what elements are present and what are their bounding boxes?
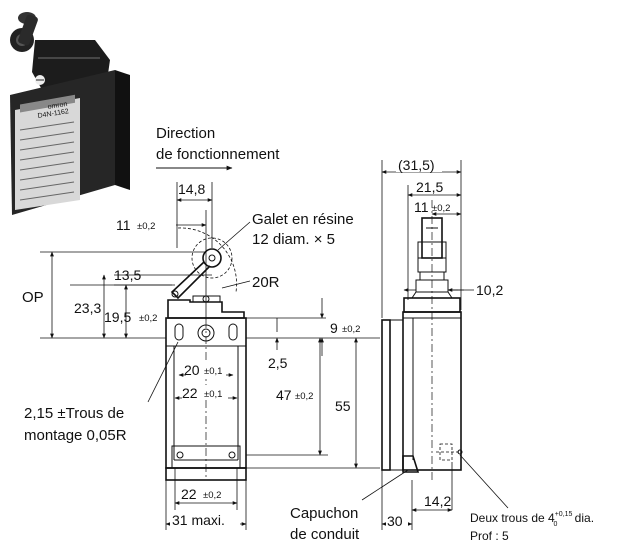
dim-22-holes-tol: ±0,1 <box>204 389 222 400</box>
dim-11-side-tol: ±0,2 <box>432 203 450 214</box>
dim-14-2: 14,2 <box>424 493 451 509</box>
product-photo: omron D4N-1162 <box>10 12 130 215</box>
dim-radius: 20R <box>252 274 280 291</box>
dim-19-5: 19,5 <box>104 309 131 325</box>
dim-22-holes: 22 <box>182 385 198 401</box>
dim-roller-width: 14,8 <box>178 181 205 197</box>
dim-19-5-tol: ±0,2 <box>139 313 157 324</box>
dim-9-tol: ±0,2 <box>342 324 360 335</box>
dim-55: 55 <box>335 398 351 414</box>
dim-31-maxi: 31 maxi. <box>172 512 225 528</box>
conduit-cap-line1: Capuchon <box>290 505 358 522</box>
dim-31-5: (31,5) <box>398 157 435 173</box>
direction-label-line1: Direction <box>156 125 215 142</box>
side-view-dimensions: (31,5) 21,5 11 ±0,2 10,2 14,2 30 Capucho… <box>290 157 594 543</box>
holes-depth: Prof : 5 <box>470 529 509 543</box>
direction-label-line2: de fonctionnement <box>156 146 280 163</box>
dim-23-3: 23,3 <box>74 300 101 316</box>
front-view <box>165 227 247 481</box>
product-model-label: D4N-1162 <box>37 108 69 120</box>
dim-20-tol: ±0,1 <box>204 366 222 377</box>
dim-47: 47 <box>276 387 292 403</box>
dim-20: 20 <box>184 362 200 378</box>
side-view <box>381 200 463 480</box>
dim-30: 30 <box>387 513 403 529</box>
operating-direction: Direction de fonctionnement <box>156 125 280 171</box>
dim-21-5: 21,5 <box>416 179 443 195</box>
hole-note-line2: montage 0,05R <box>24 427 127 444</box>
front-view-dimensions: 14,8 11 ±0,2 Galet en résine 12 diam. × … <box>22 181 380 530</box>
holes-note: Deux trous de 4+0,15 0 dia. <box>470 511 594 528</box>
product-brand-label: omron <box>47 101 68 111</box>
holes-note-prefix: Deux trous de 4 <box>470 511 555 525</box>
holes-note-suffix: dia. <box>571 511 594 525</box>
dim-2-5: 2,5 <box>268 355 288 371</box>
dim-22-bottom: 22 <box>181 486 197 502</box>
dim-roller-offset-tol: ±0,2 <box>137 221 155 232</box>
dim-47-tol: ±0,2 <box>295 391 313 402</box>
holes-note-sup: +0,15 <box>555 511 573 518</box>
dim-11-side: 11 <box>414 199 429 215</box>
dim-arm-length: 13,5 <box>114 267 141 283</box>
conduit-cap-line2: de conduit <box>290 526 360 543</box>
dim-roller-offset: 11 <box>116 217 131 233</box>
dim-10-2: 10,2 <box>476 282 503 298</box>
holes-note-sub: 0 <box>553 521 557 528</box>
roller-note-line1: Galet en résine <box>252 211 354 228</box>
roller-note-line2: 12 diam. × 5 <box>252 231 335 248</box>
dim-22-bottom-tol: ±0,2 <box>203 490 221 501</box>
dim-9: 9 <box>330 320 338 336</box>
dim-op: OP <box>22 289 44 306</box>
hole-note-line1: 2,15 ±Trous de <box>24 405 124 422</box>
